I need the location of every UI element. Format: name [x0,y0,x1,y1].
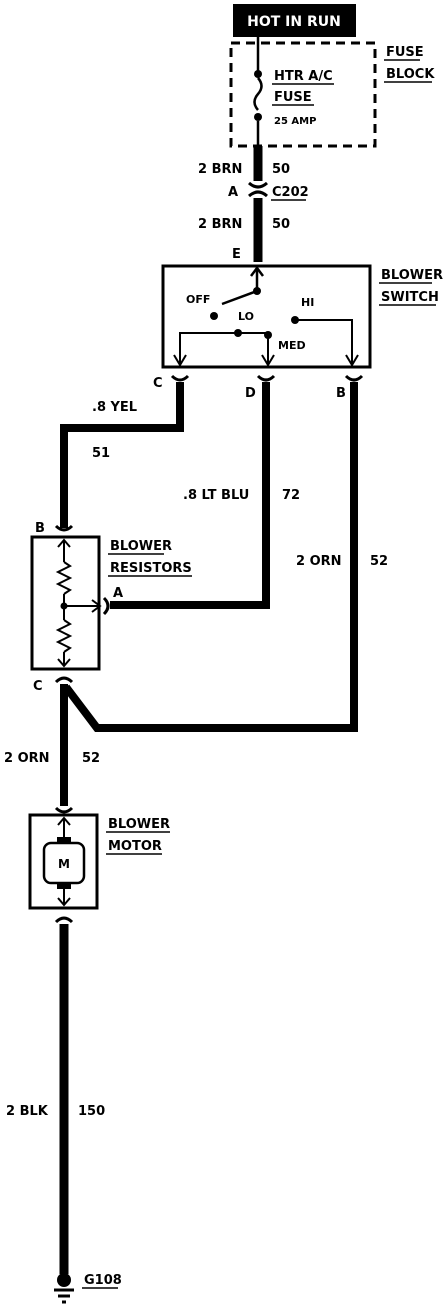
ground-node [57,1273,71,1287]
connector-c202-female [248,181,268,189]
fuse-block-title-line1: FUSE [386,45,424,60]
fuse-rating: 25 AMP [274,116,316,127]
connector-c202-male [248,190,268,198]
blower-motor-title-line2: MOTOR [108,839,162,854]
blower-motor-box [28,813,99,910]
switch-pos-off: OFF [186,293,210,306]
wire-label-brn-upper: 2 BRN [198,162,242,177]
ground-name: G108 [84,1273,122,1288]
fuse-terminal-top [254,70,262,78]
switch-pos-med: MED [278,339,306,352]
fuse-name-line2: FUSE [274,90,312,105]
switch-lead-lo [179,332,238,363]
blower-motor-title-line1: BLOWER [108,817,170,832]
wire-circuit-52-upper: 52 [370,554,388,569]
fuse-element-icon [253,77,263,111]
resistor-lower-icon [55,619,73,653]
switch-pin-c: C [153,376,163,391]
blower-switch-title-line2: SWITCH [381,290,439,305]
wire-label-brn-lower: 2 BRN [198,217,242,232]
fuse-block-title-line2: BLOCK [386,67,435,82]
wire-circuit-51: 51 [92,446,110,461]
resistor-pin-c: C [33,679,43,694]
switch-pos-hi: HI [301,296,314,309]
resistor-pin-b: B [35,521,45,536]
wire-circuit-50-lower: 50 [272,217,290,232]
connector-name: C202 [272,185,309,200]
wire-circuit-50-upper: 50 [272,162,290,177]
motor-arrow-bottom-icon [57,897,71,907]
switch-pin-d: D [245,386,256,401]
switch-output-d-arrow-icon [261,354,275,367]
switch-output-c-arrow-icon [173,354,187,367]
blower-resistors-title-line2: RESISTORS [110,561,192,576]
wire-lt-blu-72 [110,382,270,609]
motor-symbol: M [58,857,70,871]
hot-in-run-label: HOT IN RUN [247,14,341,30]
switch-pos-lo: LO [238,310,254,323]
switch-pin-b: B [336,386,346,401]
wire-label-orn-upper: 2 ORN [296,554,342,569]
blower-switch-title-line1: BLOWER [381,268,443,283]
switch-lead-hi [295,319,353,363]
motor-arrow-top-icon [57,816,71,826]
resistor-tap-arrow-icon [91,599,102,613]
wire-circuit-52-lower: 52 [82,751,100,766]
switch-contact-off [210,312,218,320]
resistor-pin-a: A [113,586,123,601]
resistor-arrow-top-icon [57,538,71,548]
wire-orn-52-upper [62,382,358,732]
wire-yel-51 [60,382,184,528]
wire-circuit-72: 72 [282,488,300,503]
switch-input-arrow-icon [250,265,264,277]
resistor-arrow-bottom-icon [57,658,71,668]
hot-in-run-box [233,4,356,37]
wire-label-blk: 2 BLK [6,1104,49,1119]
wire-label-lt-blu: .8 LT BLU [183,488,249,503]
switch-output-b-arrow-icon [345,354,359,367]
fuse-block-outline [229,41,377,148]
fuse-terminal-bottom [254,113,262,121]
blower-switch-box [161,264,372,369]
blower-resistors-box [30,535,101,671]
fuse-name-line1: HTR A/C [274,69,333,84]
wire-label-yel: .8 YEL [92,400,137,415]
blower-resistors-title-line1: BLOWER [110,539,172,554]
wire-circuit-150: 150 [78,1104,105,1119]
switch-pin-e: E [232,247,241,262]
connector-pin-a: A [228,185,238,200]
wire-label-orn-lower: 2 ORN [4,751,50,766]
resistor-upper-icon [55,561,73,595]
switch-blade [221,289,258,306]
